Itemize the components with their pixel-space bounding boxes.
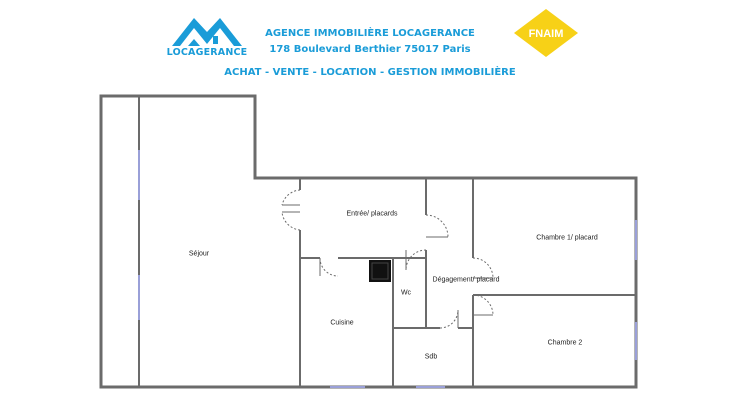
- outer-wall: [99, 94, 638, 389]
- door-swing: [281, 189, 301, 206]
- agency-address: 178 Boulevard Berthier 75017 Paris: [269, 44, 471, 55]
- agency-info: AGENCE IMMOBILIÈRE LOCAGERANCE 178 Boule…: [250, 26, 490, 58]
- room-label-wc: Wc: [400, 289, 412, 297]
- room-label-sdb: Sdb: [424, 353, 438, 361]
- room-label-sejour: Séjour: [188, 250, 210, 258]
- door-swing: [319, 257, 339, 277]
- house-roof-icon: [172, 18, 242, 46]
- room-label-chambre1: Chambre 1/ placard: [536, 234, 598, 242]
- door-swing: [405, 249, 427, 271]
- agency-header: LOCAGERANCE AGENCE IMMOBILIÈRE LOCAGERAN…: [0, 0, 739, 92]
- room-label-degagement: Dégagement/ placard: [432, 276, 500, 284]
- agency-tagline: ACHAT - VENTE - LOCATION - GESTION IMMOB…: [224, 67, 516, 78]
- door-swing: [439, 309, 459, 329]
- room-label-chambre2: Chambre 2: [547, 339, 583, 347]
- door-swing: [425, 214, 449, 238]
- room-label-entree: Entrée/ placards: [346, 210, 398, 218]
- door-swing: [281, 211, 301, 231]
- agency-name: AGENCE IMMOBILIÈRE LOCAGERANCE: [265, 28, 475, 39]
- fnaim-logo: FNAIM: [514, 9, 578, 57]
- room-label-cuisine: Cuisine: [330, 319, 354, 327]
- logo-text: LOCAGERANCE: [166, 47, 248, 58]
- door-swing: [472, 294, 494, 316]
- fnaim-text: FNAIM: [529, 28, 564, 40]
- door-swing: [472, 257, 494, 279]
- duct-block: [369, 260, 391, 282]
